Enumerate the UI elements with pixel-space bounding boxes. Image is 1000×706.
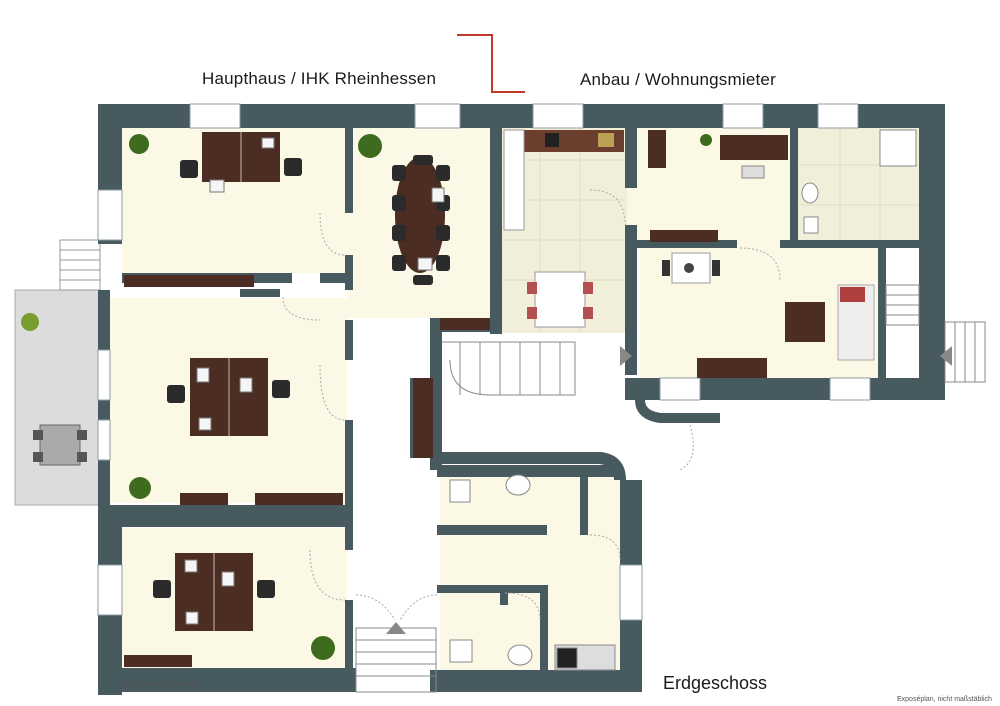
label-disclaimer: Exposéplan, nicht maßstäblich xyxy=(897,696,992,703)
room-floors xyxy=(110,128,919,685)
anbau-living xyxy=(662,165,875,361)
plants xyxy=(129,134,712,660)
terrace xyxy=(14,239,101,506)
door-swings xyxy=(282,189,781,621)
label-haupthaus: Haupthaus / IHK Rheinhessen xyxy=(202,69,437,88)
curved-wall-2 xyxy=(635,399,720,423)
bath-fixtures xyxy=(449,129,917,671)
potted-plant-icon xyxy=(129,134,149,154)
label-credit: illustration© immoGrafik xyxy=(124,681,199,688)
toilet-icon xyxy=(803,216,819,234)
laptops xyxy=(184,137,445,625)
toilet-icon xyxy=(449,639,473,663)
shower-icon xyxy=(879,129,917,167)
potted-plant-icon xyxy=(311,636,335,660)
potted-plant-icon xyxy=(358,134,382,158)
curved-wall xyxy=(440,452,626,481)
stair-arrow-icon xyxy=(620,346,632,366)
kitchen xyxy=(503,129,624,328)
sink-icon xyxy=(505,474,531,496)
toilet-icon xyxy=(449,479,471,503)
potted-plant-icon xyxy=(129,477,151,499)
building-divider xyxy=(457,34,525,93)
potted-plant-icon xyxy=(700,134,712,146)
stair-arrows xyxy=(386,346,952,634)
stair-arrow-icon xyxy=(386,622,406,634)
label-anbau: Anbau / Wohnungsmieter xyxy=(580,70,776,89)
desk-seams xyxy=(213,132,242,631)
sink-icon xyxy=(801,182,819,204)
label-floor: Erdgeschoss xyxy=(663,673,768,693)
chairs xyxy=(153,155,450,598)
windows xyxy=(97,103,871,621)
sink-icon xyxy=(507,644,533,666)
stair-arrow-icon xyxy=(940,346,952,366)
potted-plant-icon xyxy=(21,313,39,331)
terrace-table xyxy=(33,424,87,466)
